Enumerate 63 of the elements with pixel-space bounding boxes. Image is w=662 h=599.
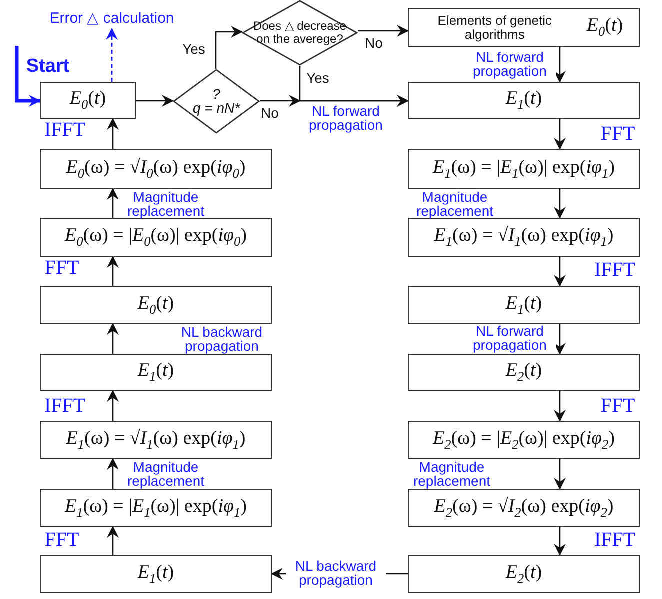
arrow [554,119,566,150]
decision-text: Does △ decrease on the averege? [252,20,348,46]
process-box [408,82,640,119]
arrow [107,458,119,489]
edge-label: NL backward propagation [286,559,386,587]
arrow [107,118,119,149]
formula: E$_{2}$(t) [506,360,542,385]
process-box [40,489,272,527]
process-box [408,8,640,47]
formula: E$_{1}$(t) [506,88,542,113]
arrow [554,257,566,287]
formula: E$_{0}$(t) [138,292,174,318]
process-box [408,286,640,324]
formula: E$_{1}$(t) [138,360,174,385]
process-box [40,82,136,119]
formula: E$_{1}$(t) [138,562,174,586]
arrow [554,47,566,83]
arrow [554,391,566,422]
process-box [40,421,272,459]
formula: E$_{1}$(ω) = √I$_{1}$(ω) exp(iφ$_{1}$) [434,225,614,250]
formula: E$_{0}$(t) [586,15,624,40]
box-text: Elements of genetic algorithms [436,14,553,42]
formula: E$_{0}$(ω) = |E$_{0}$(ω)| exp(iφ$_{0}$) [65,225,247,250]
process-box [40,555,272,593]
edge-label: Start [25,57,71,76]
formula: E$_{2}$(t) [506,562,542,586]
process-box [40,286,272,324]
arrow [107,526,119,555]
process-box [40,149,272,189]
formula: E$_{1}$(t) [506,292,542,318]
formula: E$_{0}$(ω) = √I$_{0}$(ω) exp(iφ$_{0}$) [66,156,246,182]
process-box [408,218,640,257]
arrow [107,188,119,218]
process-box [408,149,640,189]
node-text: Error △ calculation [50,9,174,27]
formula: E$_{1}$(ω) = √I$_{1}$(ω) exp(iφ$_{1}$) [66,428,246,452]
formula: E$_{1}$(ω) = |E$_{1}$(ω)| exp(iφ$_{1}$) [65,496,247,520]
step-label: NL forward propagation [308,104,384,132]
process-box [40,354,272,391]
arrow [15,46,41,107]
formula: E$_{2}$(ω) = |E$_{2}$(ω)| exp(iφ$_{2}$) [433,428,615,452]
formula: E$_{1}$(ω) = |E$_{1}$(ω)| exp(iφ$_{1}$) [433,156,615,182]
arrow [554,459,566,490]
arrow [107,256,119,286]
arrow [358,25,409,37]
process-box [40,218,272,257]
formula: E$_{2}$(ω) = √I$_{2}$(ω) exp(iφ$_{2}$) [434,496,614,520]
arrow [260,95,408,107]
process-box [408,421,640,459]
decision-text: ? [212,88,220,102]
arrow [215,26,243,69]
dashed-arrow [106,28,118,82]
arrow [107,390,119,421]
arrow [554,527,566,556]
decision-text: q = nN* [192,102,240,115]
process-box [408,489,640,527]
process-box [408,354,640,391]
arrow [554,324,566,355]
arrow [554,189,566,219]
formula: E$_{0}$(t) [70,88,106,113]
process-box [408,555,640,593]
arrow [136,95,174,107]
arrow [107,323,119,354]
